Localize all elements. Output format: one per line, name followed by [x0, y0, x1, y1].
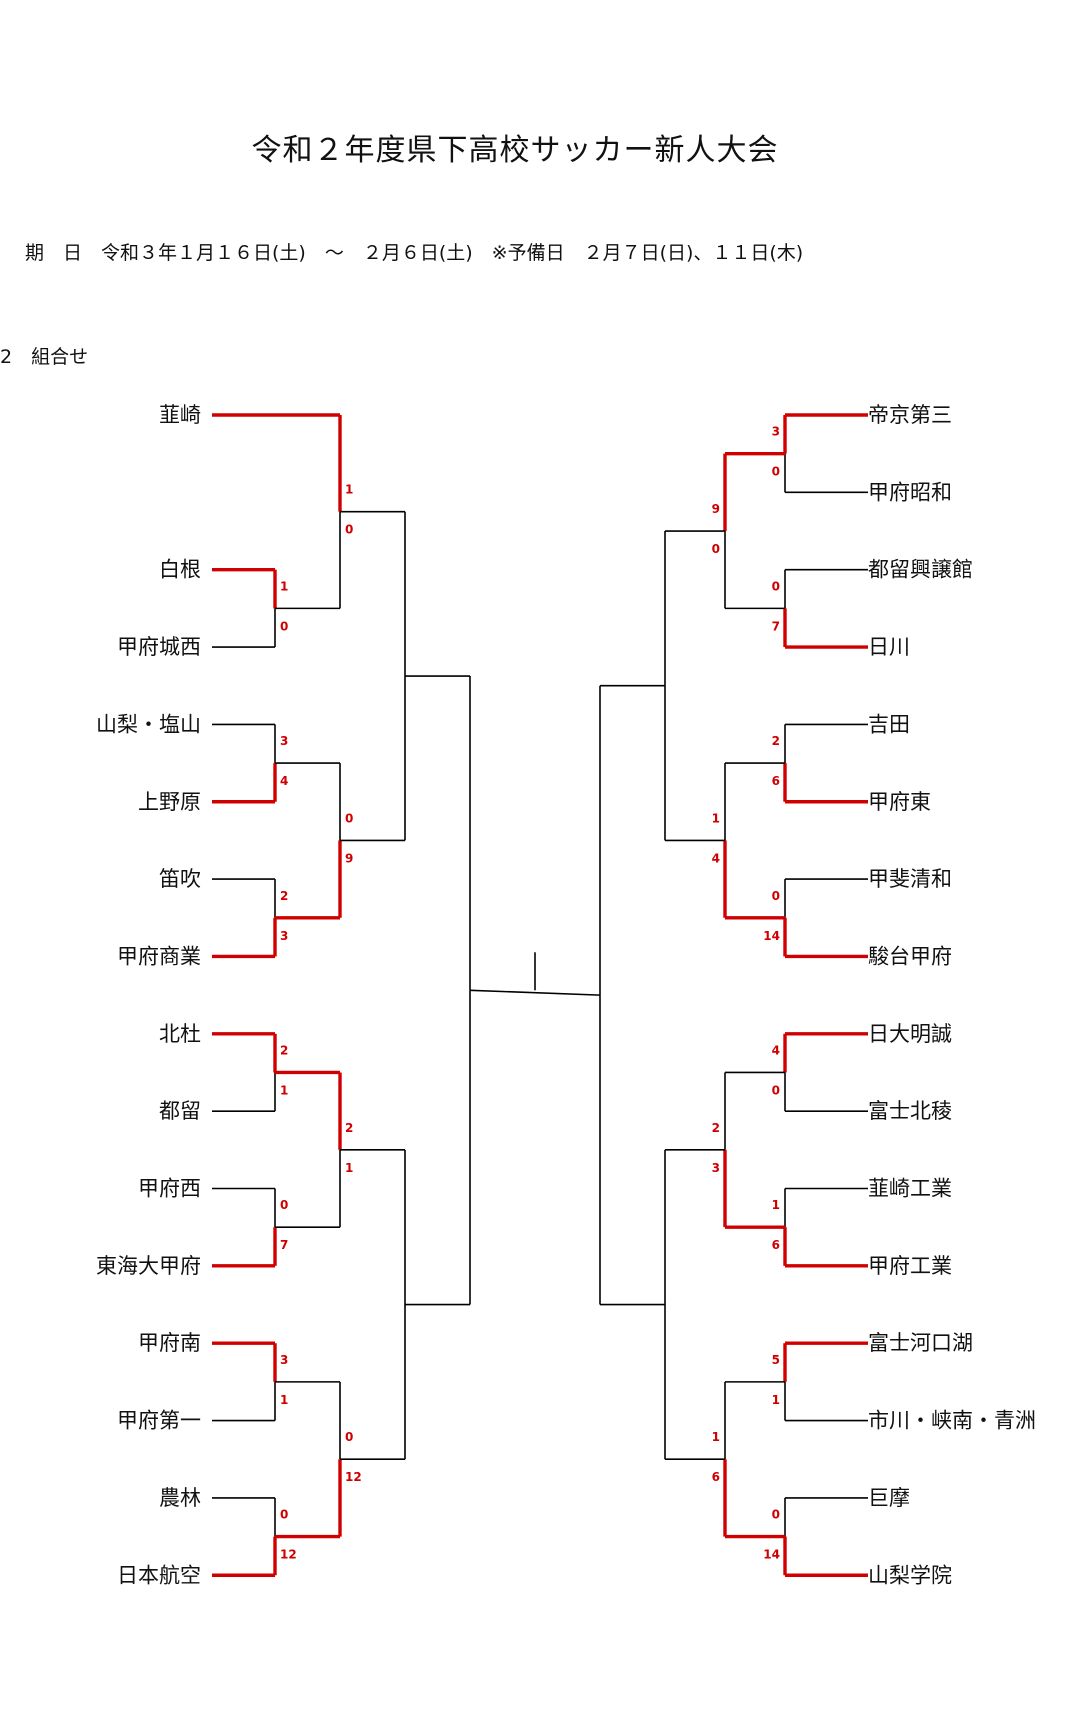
team-label: 甲府城西 — [117, 635, 201, 659]
team-label: 日大明誠 — [868, 1022, 952, 1046]
team-label: 甲府西 — [138, 1177, 201, 1201]
score-label: 1 — [772, 1393, 780, 1407]
score-label: 6 — [772, 774, 780, 788]
score-label: 3 — [280, 1353, 288, 1367]
team-label: 北杜 — [159, 1022, 201, 1046]
score-label: 4 — [772, 1043, 780, 1057]
team-label: 巨摩 — [868, 1486, 910, 1510]
score-label: 9 — [712, 502, 720, 516]
team-label: 都留 — [159, 1099, 201, 1123]
score-label: 3 — [280, 929, 288, 943]
team-label: 上野原 — [138, 790, 201, 814]
score-label: 7 — [280, 1238, 288, 1252]
score-label: 1 — [712, 1430, 720, 1444]
team-label: 甲府工業 — [868, 1254, 952, 1278]
score-label: 0 — [712, 542, 720, 556]
score-label: 12 — [345, 1470, 362, 1484]
score-label: 3 — [280, 734, 288, 748]
team-label: 山梨学院 — [868, 1563, 952, 1587]
score-label: 1 — [280, 1393, 288, 1407]
score-label: 3 — [712, 1161, 720, 1175]
score-label: 1 — [345, 1161, 353, 1175]
score-label: 0 — [280, 619, 288, 633]
team-label: 帝京第三 — [868, 403, 952, 427]
team-label: 市川・峡南・青洲 — [868, 1409, 1036, 1433]
score-label: 4 — [280, 774, 288, 788]
team-label: 東海大甲府 — [96, 1254, 201, 1278]
score-label: 5 — [772, 1353, 780, 1367]
score-label: 1 — [772, 1198, 780, 1212]
team-label: 甲府第一 — [117, 1409, 201, 1433]
score-label: 6 — [712, 1470, 720, 1484]
team-label: 韮崎 — [159, 403, 201, 427]
score-label: 0 — [772, 1083, 780, 1097]
score-label: 6 — [772, 1238, 780, 1252]
team-label: 甲斐清和 — [868, 867, 952, 891]
score-label: 7 — [772, 619, 780, 633]
score-label: 0 — [345, 523, 353, 537]
score-label: 2 — [345, 1121, 353, 1135]
score-label: 0 — [772, 465, 780, 479]
team-label: 笛吹 — [159, 867, 201, 891]
score-label: 2 — [712, 1121, 720, 1135]
team-label: 甲府昭和 — [868, 480, 952, 504]
team-label: 甲府南 — [138, 1331, 201, 1355]
team-label: 富士北稜 — [868, 1099, 952, 1123]
score-label: 2 — [280, 1043, 288, 1057]
score-label: 1 — [345, 483, 353, 497]
score-label: 0 — [772, 889, 780, 903]
team-label: 農林 — [159, 1486, 201, 1510]
team-label: 富士河口湖 — [868, 1331, 973, 1355]
score-label: 14 — [763, 929, 780, 943]
score-label: 9 — [345, 851, 353, 865]
section-heading: 2 組合せ — [0, 346, 89, 368]
team-label: 甲府東 — [868, 790, 931, 814]
score-label: 1 — [712, 811, 720, 825]
team-label: 日本航空 — [117, 1563, 201, 1587]
score-label: 2 — [280, 889, 288, 903]
schedule-text: 期 日 令和３年１月１６日(土) ～ ２月６日(土) ※予備日 ２月７日(日)、… — [25, 242, 804, 264]
score-label: 0 — [772, 1508, 780, 1522]
score-label: 1 — [280, 1083, 288, 1097]
team-label: 日川 — [868, 635, 910, 659]
team-label: 白根 — [159, 558, 201, 582]
team-label: 吉田 — [868, 712, 910, 736]
team-label: 甲府商業 — [117, 944, 201, 968]
score-label: 12 — [280, 1548, 297, 1562]
score-label: 4 — [712, 851, 720, 865]
score-label: 0 — [345, 1430, 353, 1444]
page-title: 令和２年度県下高校サッカー新人大会 — [251, 133, 779, 168]
score-label: 0 — [772, 579, 780, 593]
team-label: 山梨・塩山 — [96, 712, 201, 736]
score-label: 14 — [763, 1548, 780, 1562]
score-label: 0 — [345, 811, 353, 825]
score-label: 1 — [280, 579, 288, 593]
score-label: 0 — [280, 1198, 288, 1212]
score-label: 3 — [772, 425, 780, 439]
score-label: 0 — [280, 1508, 288, 1522]
team-label: 都留興譲館 — [868, 558, 973, 582]
team-label: 韮崎工業 — [868, 1177, 952, 1201]
score-label: 2 — [772, 734, 780, 748]
team-label: 駿台甲府 — [868, 944, 952, 968]
final-line — [469, 989, 601, 996]
